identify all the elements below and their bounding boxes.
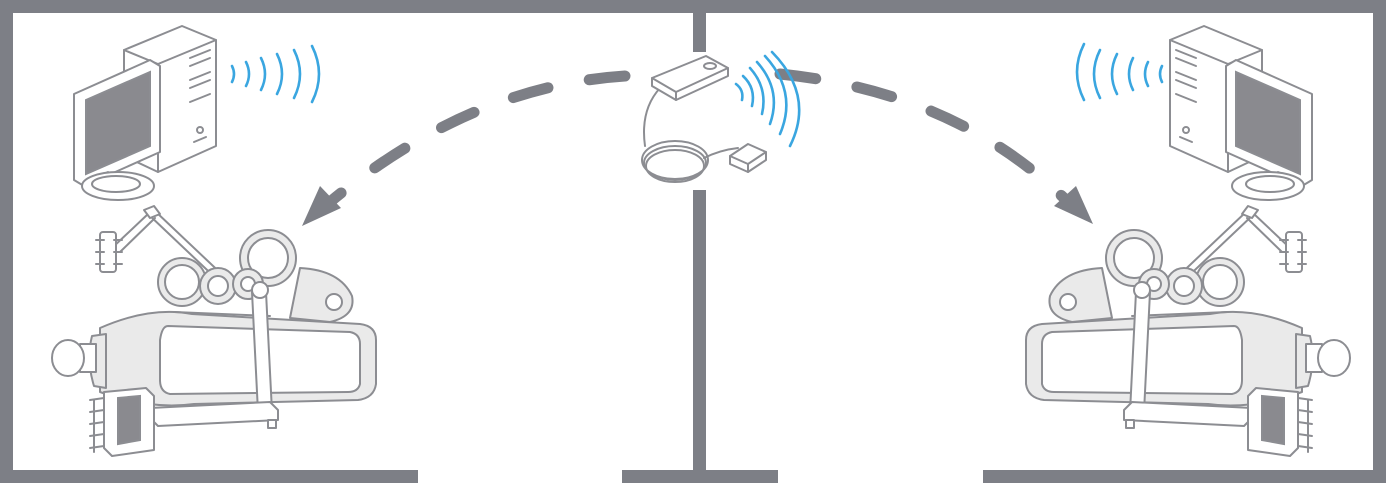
monitor-left xyxy=(74,60,160,200)
left-computer xyxy=(74,26,319,200)
microscope-right xyxy=(1026,206,1350,456)
cable-coil-inner-2 xyxy=(646,150,704,182)
microscope-knob xyxy=(52,340,96,376)
wall-bottom-right xyxy=(983,470,1386,483)
transmitter-body xyxy=(652,56,728,100)
divider-wall-lower xyxy=(693,190,706,483)
monitor-right xyxy=(1226,60,1312,200)
microscope-left xyxy=(52,206,376,456)
microscope-knob xyxy=(1306,340,1350,376)
microscope-lamp-housing xyxy=(1248,388,1312,456)
cable-to-device xyxy=(644,88,660,146)
wall-right xyxy=(1373,0,1386,483)
wireless-signal-icon xyxy=(736,52,799,146)
microscope-lamp-housing xyxy=(90,388,154,456)
cable-coil-inner xyxy=(644,146,706,180)
right-computer xyxy=(1077,26,1312,200)
transfer-arrow-right xyxy=(780,74,1093,224)
wall-left xyxy=(0,0,13,483)
dashed-arrow-right-path xyxy=(780,74,1066,200)
wall-bottom-left xyxy=(0,470,418,483)
wireless-usb-transmitter xyxy=(642,52,799,182)
transfer-arrow-left xyxy=(302,76,625,226)
wireless-signal-icon xyxy=(1077,44,1162,100)
dashed-arrow-left-path xyxy=(330,76,625,202)
divider-wall-upper xyxy=(693,0,706,52)
wireless-signal-icon xyxy=(232,46,319,102)
